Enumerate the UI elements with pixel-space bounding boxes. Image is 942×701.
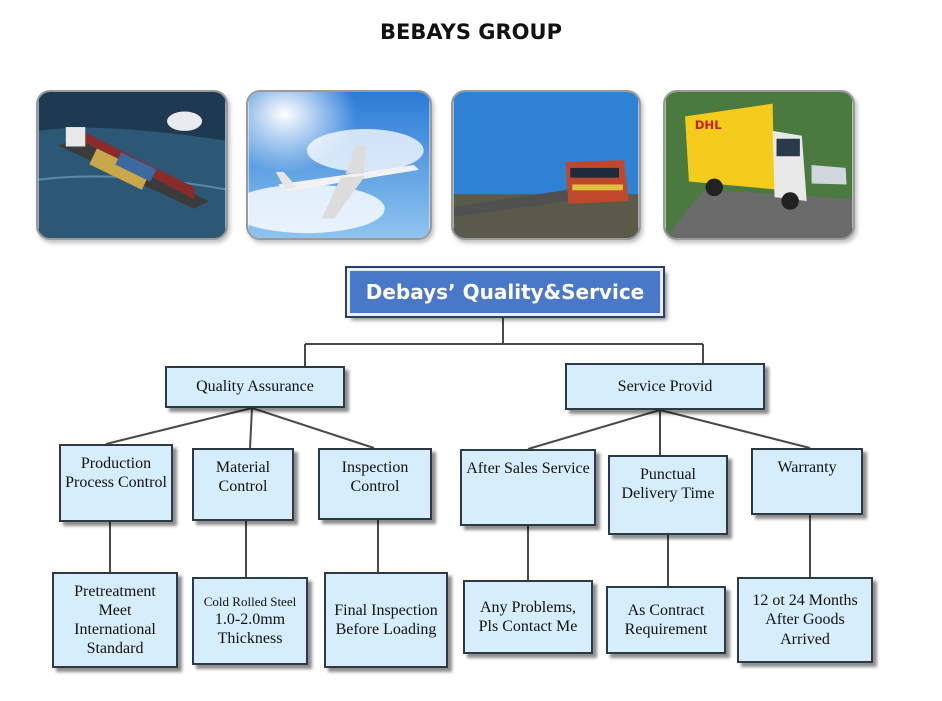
as-contract-node: As Contract Requirement bbox=[606, 586, 726, 654]
warranty-node: Warranty bbox=[751, 448, 863, 515]
train-photo bbox=[451, 90, 641, 240]
warranty-months-node: 12 ot 24 Months After Goods Arrived bbox=[737, 577, 873, 663]
cargo-ship-icon bbox=[38, 92, 226, 238]
service-provid-node: Service Provid bbox=[565, 363, 765, 410]
any-problems-node: Any Problems, Pls Contact Me bbox=[463, 580, 593, 654]
root-node: Debays’ Quality&Service bbox=[345, 266, 665, 318]
final-inspection-node: Final Inspection Before Loading bbox=[324, 572, 448, 668]
truck-photo: DHL bbox=[663, 90, 855, 240]
punctual-delivery-time-node: Punctual Delivery Time bbox=[608, 455, 728, 535]
material-control-node: Material Control bbox=[192, 448, 294, 521]
after-sales-service-node: After Sales Service bbox=[460, 449, 596, 526]
airplane-photo bbox=[246, 90, 432, 240]
airplane-icon bbox=[248, 92, 430, 238]
delivery-truck-icon: DHL bbox=[665, 92, 853, 238]
cargo-ship-photo bbox=[36, 90, 228, 240]
production-process-control-node: Production Process Control bbox=[59, 444, 173, 522]
thickness-label: 1.0-2.0mm Thickness bbox=[214, 610, 286, 647]
pretreatment-node: Pretreatment Meet International Standard bbox=[52, 572, 178, 668]
truck-brand-logo: DHL bbox=[695, 118, 722, 132]
cold-rolled-steel-node: Cold Rolled Steel 1.0-2.0mm Thickness bbox=[192, 577, 308, 665]
page-title: BEBAYS GROUP bbox=[380, 20, 562, 44]
freight-train-icon bbox=[453, 92, 639, 238]
inspection-control-node: Inspection Control bbox=[318, 448, 432, 520]
cold-rolled-steel-label: Cold Rolled Steel bbox=[203, 594, 297, 610]
quality-assurance-node: Quality Assurance bbox=[165, 366, 345, 408]
